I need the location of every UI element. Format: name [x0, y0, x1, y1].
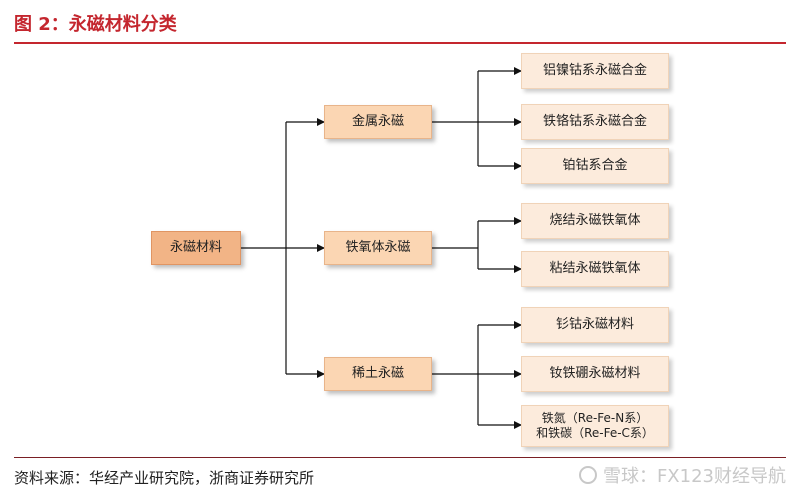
leaf-label: 粘结永磁铁氧体 — [549, 260, 641, 276]
leaf-node: 烧结永磁铁氧体 — [521, 203, 669, 239]
snowball-logo-icon — [578, 466, 597, 484]
root-node-label: 永磁材料 — [169, 239, 222, 255]
leaf-label-line-1: 铁氮（Re-Fe-N系） — [541, 411, 649, 425]
leaf-node: 铝镍钴系永磁合金 — [521, 53, 669, 89]
category-node-rare-earth: 稀土永磁 — [324, 357, 432, 391]
leaf-label: 铁铬钴系永磁合金 — [542, 113, 647, 129]
leaf-node: 铁铬钴系永磁合金 — [521, 104, 669, 140]
leaf-node: 钐钴永磁材料 — [521, 307, 669, 343]
leaf-node: 铂钴系合金 — [521, 148, 669, 184]
category-node-metal: 金属永磁 — [324, 105, 432, 139]
leaf-node: 钕铁硼永磁材料 — [521, 356, 669, 392]
leaf-label: 钐钴永磁材料 — [555, 316, 634, 332]
root-node: 永磁材料 — [151, 231, 241, 265]
leaf-node: 粘结永磁铁氧体 — [521, 251, 669, 287]
title-rule — [14, 42, 786, 44]
watermark-text: 雪球：FX123财经导航 — [602, 466, 786, 487]
category-node-ferrite: 铁氧体永磁 — [324, 231, 432, 265]
leaf-label: 烧结永磁铁氧体 — [549, 212, 641, 228]
leaf-label-line-2: 和铁碳（Re-Fe-C系） — [536, 426, 654, 440]
source-note: 资料来源：华经产业研究院，浙商证券研究所 — [14, 469, 315, 487]
leaf-label: 钕铁硼永磁材料 — [549, 365, 641, 381]
footer-rule — [14, 457, 786, 458]
category-label: 稀土永磁 — [351, 365, 404, 381]
leaf-node-two-line: 铁氮（Re-Fe-N系） 和铁碳（Re-Fe-C系） — [521, 405, 669, 447]
figure-title: 图 2：永磁材料分类 — [14, 14, 177, 35]
category-label: 铁氧体永磁 — [345, 239, 411, 255]
watermark: 雪球：FX123财经导航 — [578, 462, 786, 488]
leaf-label: 铂钴系合金 — [562, 157, 628, 173]
category-label: 金属永磁 — [351, 113, 404, 129]
leaf-label: 铝镍钴系永磁合金 — [542, 62, 647, 78]
